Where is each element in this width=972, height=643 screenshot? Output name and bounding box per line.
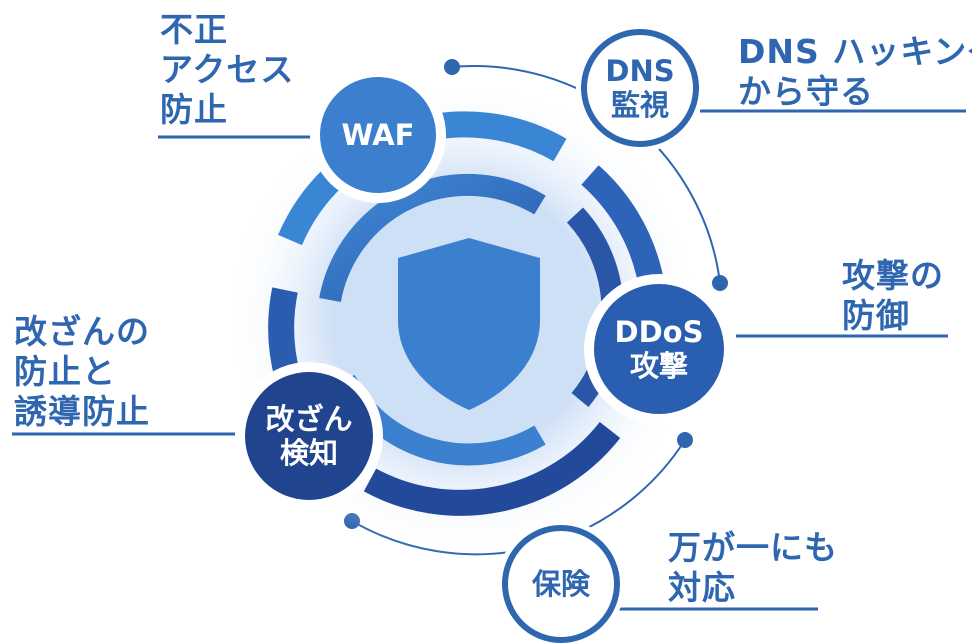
node-waf [310, 67, 446, 203]
label-dns: DNS ハッキング から守る [738, 32, 972, 112]
inner-ring-segment [319, 173, 546, 303]
label-hoken: 万が一にも 対応 [668, 528, 838, 608]
node-ddos-text: DDoS 攻撃 [596, 315, 722, 383]
label-ddos: 攻撃の 防御 [842, 256, 944, 336]
orbit-dot [677, 432, 693, 448]
label-dns-line: から守る [738, 72, 874, 111]
label-kaizan-line: 誘導防止 [14, 392, 150, 431]
node-kaizan-line: 改ざん [265, 402, 353, 436]
outer-ring-segment [363, 421, 621, 516]
label-waf-line: アクセス [160, 50, 295, 89]
label-dns-line: DNS ハッキング [738, 32, 972, 71]
shield-icon [398, 238, 540, 410]
node-dns-line: DNS [605, 54, 675, 88]
node-dns-line: 監視 [610, 88, 669, 122]
orbit-dot [444, 59, 460, 75]
node-waf-text: WAF [318, 118, 438, 152]
label-ddos-line: 防御 [842, 296, 910, 335]
orbit-dot [712, 275, 728, 291]
node-hoken [497, 520, 625, 643]
node-dns [576, 24, 704, 152]
node-hoken-line: 保険 [531, 567, 590, 601]
label-kaizan-line: 改ざんの [14, 312, 150, 351]
node-kaizan-text: 改ざん 検知 [249, 402, 369, 470]
label-kaizan-line: 防止と [14, 352, 116, 391]
node-waf-line: WAF [341, 118, 415, 152]
node-hoken-text: 保険 [511, 567, 611, 601]
label-kaizan: 改ざんの 防止と 誘導防止 [14, 312, 150, 432]
label-ddos-line: 攻撃の [842, 256, 944, 295]
node-ddos-line: 攻撃 [629, 349, 688, 383]
node-kaizan-line: 検知 [279, 436, 338, 470]
node-kaizan [235, 362, 383, 510]
label-waf: 不正 アクセス 防止 [160, 10, 294, 130]
label-hoken-line: 対応 [668, 568, 736, 607]
label-waf-line: 不正 [160, 10, 228, 49]
label-hoken-line: 万が一にも [668, 528, 838, 567]
label-waf-line: 防止 [160, 90, 228, 129]
node-ddos [584, 274, 734, 424]
node-ddos-line: DDoS [614, 315, 704, 349]
node-dns-text: DNS 監視 [585, 54, 695, 122]
